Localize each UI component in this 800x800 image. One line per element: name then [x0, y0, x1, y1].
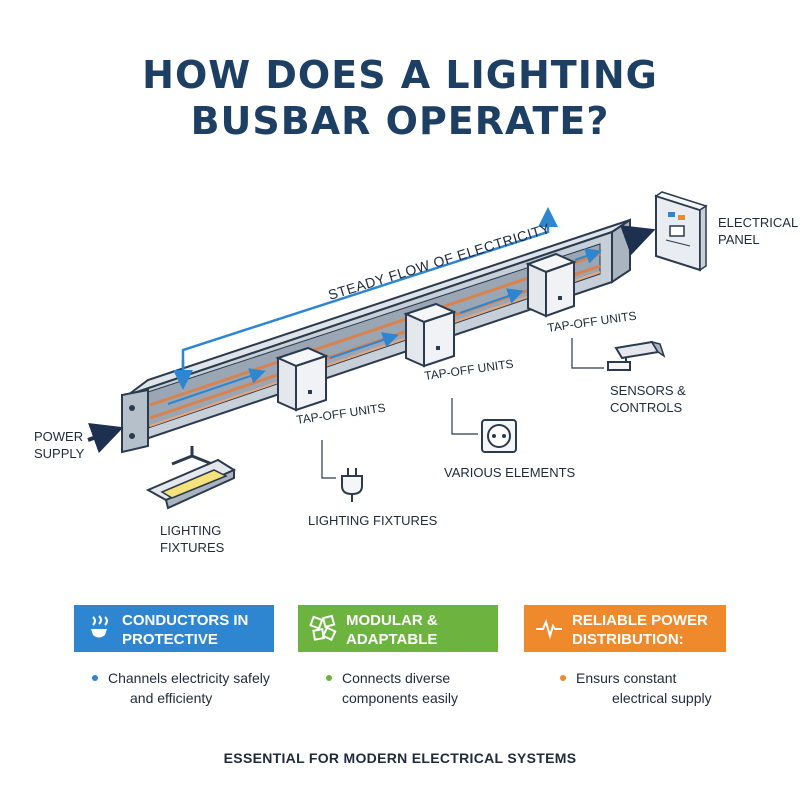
tap-off-label-3: TAP-OFF UNITS: [546, 309, 637, 335]
socket-icon: [481, 419, 517, 453]
title-line-2: BUSBAR OPERATE?: [190, 99, 610, 143]
busbar-diagram: STEADY FLOW OF ELECTRICITY TAP-OFF UNITS…: [87, 191, 708, 510]
card-conductors-line-2: and efficienty: [130, 690, 213, 706]
power-supply-arrow: [87, 423, 124, 454]
conductor-icon: [91, 615, 108, 638]
tap-off-unit-2: [403, 302, 457, 368]
card-reliable-heading: RELIABLE POWER DISTRIBUTION:: [524, 605, 726, 652]
camera-sensor-icon: [607, 340, 666, 371]
lighting-fixtures-left-label: LIGHTING FIXTURES: [160, 522, 224, 556]
card-conductors-heading-line-1: CONDUCTORS IN: [122, 612, 249, 629]
power-supply-line-2: SUPPLY: [34, 446, 85, 461]
internal-flow-arrows: [167, 248, 602, 405]
card-modular-heading-line-1: MODULAR &: [346, 612, 438, 629]
bullet-dot: [326, 675, 332, 681]
tap-off-unit-1: [275, 346, 329, 412]
bullet-dot: [560, 675, 566, 681]
bullet-dot: [92, 675, 98, 681]
modules-icon: [309, 614, 337, 641]
footer-tagline: ESSENTIAL FOR MODERN ELECTRICAL SYSTEMS: [223, 750, 577, 766]
card-conductors-heading: CONDUCTORS IN PROTECTIVE CASING:: [74, 605, 274, 667]
card-conductors-body: Channels electricity safely and efficien…: [92, 668, 292, 708]
plug-icon: [341, 468, 363, 502]
title-line-1: HOW DOES A LIGHTING: [142, 53, 658, 97]
power-supply-label: POWER SUPPLY: [34, 428, 84, 462]
electrical-panel-label: ELECTRICAL PANEL: [718, 214, 798, 248]
electrical-panel-line-1: ELECTRICAL: [718, 215, 799, 230]
card-conductors-heading-line-2: PROTECTIVE CASING:: [122, 631, 218, 667]
power-supply-line-1: POWER: [34, 429, 84, 444]
steady-flow-arrow: [173, 207, 558, 390]
electrical-panel-line-2: PANEL: [718, 232, 760, 247]
card-reliable-line-1: Ensurs constant: [576, 670, 677, 686]
tap-off-unit-3: [525, 252, 577, 318]
page-title: HOW DOES A LIGHTING BUSBAR OPERATE?: [0, 52, 800, 144]
card-modular-heading: MODULAR & ADAPTABLE: [298, 605, 498, 652]
lighting-fixtures-left-line-1: LIGHTING: [160, 523, 222, 538]
lighting-fixtures-left-line-2: FIXTURES: [160, 540, 225, 555]
sensors-controls-line-2: CONTROLS: [610, 400, 683, 415]
card-reliable-heading-line-2: DISTRIBUTION:: [572, 631, 684, 648]
lighting-fixtures-center-label: LIGHTING FIXTURES: [308, 513, 438, 528]
lighting-fixture-icon: [145, 446, 237, 510]
card-reliable-heading-line-1: RELIABLE POWER: [572, 612, 708, 629]
card-modular-line-2: components easily: [342, 690, 458, 706]
sensors-controls-line-1: SENSORS &: [610, 383, 686, 398]
pulse-icon: [536, 619, 562, 640]
sensors-controls-label: SENSORS & CONTROLS: [610, 382, 686, 416]
card-modular-line-1: Connects diverse: [342, 670, 451, 686]
various-elements-label: VARIOUS ELEMENTS: [444, 465, 576, 480]
card-conductors-line-1: Channels electricity safely: [108, 670, 270, 686]
card-modular-body: Connects diverse components easily: [326, 668, 526, 708]
leader-lines: [321, 338, 604, 479]
electrical-panel-icon: [654, 191, 708, 272]
card-reliable-line-2: electrical supply: [612, 690, 712, 706]
card-reliable-body: Ensurs constant electrical supply: [560, 668, 750, 708]
card-modular-heading-line-2: ADAPTABLE: [346, 631, 438, 648]
panel-arrow: [619, 225, 656, 256]
